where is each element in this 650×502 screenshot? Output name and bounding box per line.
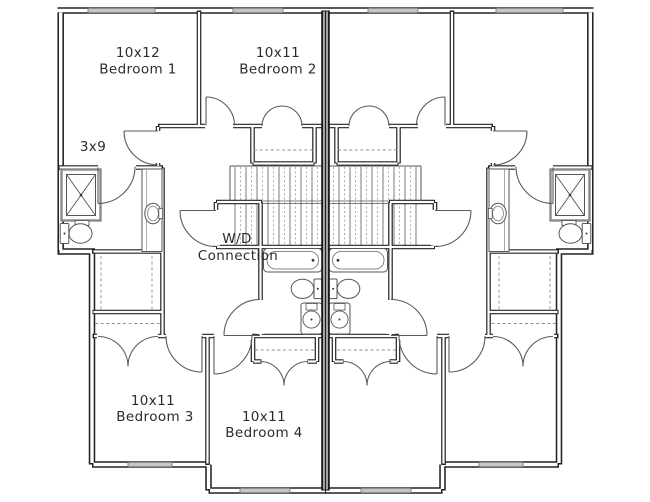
door-swings [97,96,309,386]
bedroom1-size-label: 10x12 [116,45,160,61]
bedroom2-name-label: Bedroom 2 [239,62,317,78]
hallway [166,128,214,333]
bedroom3-closet-doors [97,335,159,367]
window-bedroom3 [127,461,173,468]
vanity-sink [141,168,164,252]
right-unit-mirrored [325,8,594,493]
bedroom2-door [205,96,236,126]
pedestal-sink [300,302,323,335]
bathtub [263,248,323,273]
window-bedroom2 [232,7,284,14]
center-bath-door [223,298,261,337]
hall-closet-rods [100,256,153,309]
faucet [158,208,164,219]
window-bedroom1 [87,7,156,14]
shower [60,168,102,226]
bedroom1-name-label: Bedroom 1 [99,62,177,78]
windows [87,7,291,494]
left-unit [57,7,326,494]
window-bedroom4 [239,487,291,494]
bedroom4-door [213,335,253,375]
bedroom2-closet-doors [261,105,303,127]
bedroom4-name-label: Bedroom 4 [225,425,303,441]
bedroom4-closet-doors [259,360,309,386]
staircase [234,167,318,246]
bedroom4-size-label: 10x11 [242,409,286,425]
labels: 10x12 Bedroom 1 10x11 Bedroom 2 3x9 W/D … [80,45,317,441]
stair-edges [229,165,322,204]
stair-treads [234,167,313,246]
toilet-main-bath [59,223,93,244]
wd-closet-door [179,209,217,248]
bedroom3-door [165,335,203,373]
bedroom3-name-label: Bedroom 3 [116,409,194,425]
main-bath-door [97,166,136,205]
wd-label-line1: W/D [222,231,252,247]
alcove-3x9 [63,128,155,165]
bedroom2-size-label: 10x11 [256,45,300,61]
door-openings [97,122,302,340]
toilet-center-bath [290,278,323,300]
alcove-size-label: 3x9 [80,139,106,155]
bedroom1-door [123,130,159,166]
wd-label-line2: Connection [198,248,278,264]
bedroom3-size-label: 10x11 [131,393,175,409]
closet-shelf-lines [95,149,315,351]
